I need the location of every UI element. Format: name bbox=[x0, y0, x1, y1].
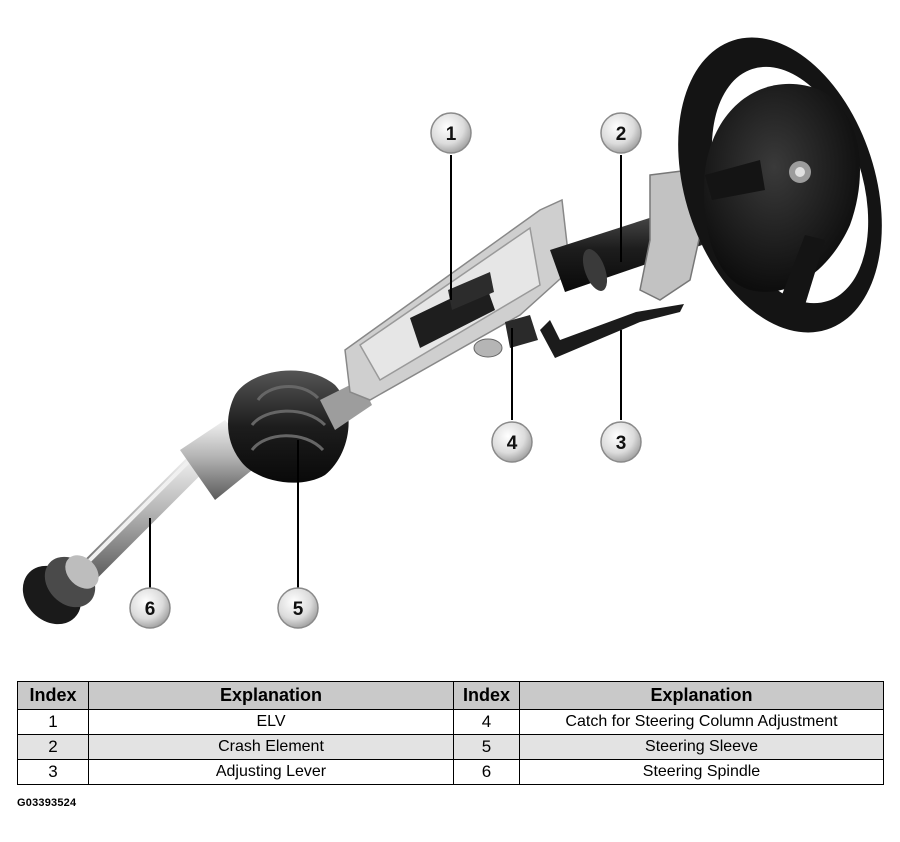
callout-4: 4 bbox=[491, 421, 533, 463]
callout-3: 3 bbox=[600, 421, 642, 463]
adjusting-lever bbox=[540, 304, 684, 358]
callout-leaders bbox=[149, 155, 622, 588]
explanation-cell: Adjusting Lever bbox=[88, 759, 454, 785]
legend-table: Index Explanation Index Explanation 1 EL… bbox=[17, 681, 884, 785]
svg-text:6: 6 bbox=[145, 599, 156, 620]
figure-code: G03393524 bbox=[17, 797, 77, 809]
callout-2: 2 bbox=[600, 112, 642, 154]
svg-text:5: 5 bbox=[293, 599, 304, 620]
table-row: 1 ELV 4 Catch for Steering Column Adjust… bbox=[17, 709, 884, 735]
explanation-cell: Crash Element bbox=[88, 734, 454, 760]
callout-6: 6 bbox=[129, 587, 171, 629]
index-header: Index bbox=[17, 681, 89, 710]
index-header: Index bbox=[453, 681, 520, 710]
index-cell: 2 bbox=[17, 734, 89, 760]
explanation-cell: Catch for Steering Column Adjustment bbox=[519, 709, 884, 735]
index-cell: 5 bbox=[453, 734, 520, 760]
callout-5: 5 bbox=[277, 587, 319, 629]
callout-1: 1 bbox=[430, 112, 472, 154]
steering-wheel bbox=[678, 37, 882, 333]
explanation-cell: Steering Spindle bbox=[519, 759, 884, 785]
table-row: 2 Crash Element 5 Steering Sleeve bbox=[17, 734, 884, 760]
index-cell: 6 bbox=[453, 759, 520, 785]
legend-header-row: Index Explanation Index Explanation bbox=[17, 681, 884, 710]
svg-text:3: 3 bbox=[616, 433, 627, 454]
table-row: 3 Adjusting Lever 6 Steering Spindle bbox=[17, 759, 884, 785]
index-cell: 3 bbox=[17, 759, 89, 785]
explanation-cell: Steering Sleeve bbox=[519, 734, 884, 760]
steering-sleeve bbox=[180, 370, 372, 500]
svg-text:1: 1 bbox=[446, 124, 457, 145]
explanation-header: Explanation bbox=[519, 681, 884, 710]
adjustment-catch bbox=[473, 315, 538, 358]
svg-text:4: 4 bbox=[507, 433, 518, 454]
elv-bracket bbox=[344, 198, 571, 401]
index-cell: 4 bbox=[453, 709, 520, 735]
steering-spindle bbox=[22, 444, 216, 625]
svg-text:2: 2 bbox=[616, 124, 627, 145]
explanation-header: Explanation bbox=[88, 681, 454, 710]
explanation-cell: ELV bbox=[88, 709, 454, 735]
steering-column-illustration: 1 2 3 4 5 6 bbox=[22, 37, 882, 629]
index-cell: 1 bbox=[17, 709, 89, 735]
crash-element-tube bbox=[550, 169, 702, 301]
